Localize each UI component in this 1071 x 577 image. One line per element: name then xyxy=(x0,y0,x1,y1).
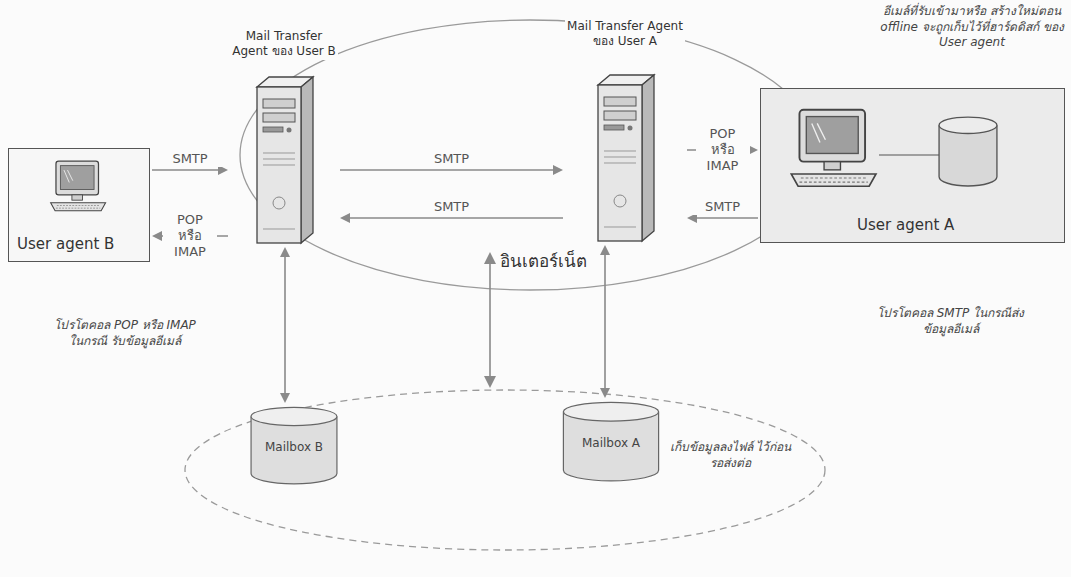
node-label: User agent B xyxy=(17,235,141,253)
arrow-head xyxy=(553,165,563,175)
arrow-head xyxy=(152,231,162,241)
internet-ellipse xyxy=(240,20,820,290)
arrow-head xyxy=(600,245,610,255)
user-agent-box: User agent B xyxy=(8,148,150,262)
protocol-label: SMTP xyxy=(390,151,514,167)
user-agent-box: User agent A xyxy=(760,88,1065,243)
protocol-arrow xyxy=(600,245,610,398)
server-icon xyxy=(588,71,662,243)
node-label: Mailbox B xyxy=(250,440,338,454)
computer-icon xyxy=(787,107,883,189)
region-label: อินเตอร์เน็ต xyxy=(500,250,587,272)
protocol-label: SMTP xyxy=(690,199,755,215)
arrow-head xyxy=(340,213,350,223)
mailbox-cylinder: Mailbox B xyxy=(248,405,340,485)
annotation-note: โปรโตคอล POP หรือ IMAP ในกรณี รับข้อมูลอ… xyxy=(50,318,200,349)
protocol-label: POP หรือ IMAP xyxy=(696,126,750,175)
server-heading: Mail Transfer Agent ของ User A xyxy=(565,18,685,50)
arrow-head xyxy=(280,393,290,403)
disk-cylinder xyxy=(937,115,999,187)
arrow-head xyxy=(600,388,610,398)
annotation-note: เก็บข้อมูลลงไฟล์ ไว้ก่อน รอส่งต่อ xyxy=(668,440,793,471)
protocol-label: SMTP xyxy=(390,199,514,215)
arrow-head xyxy=(280,247,290,257)
node-label: User agent A xyxy=(857,216,954,234)
server-icon xyxy=(247,73,321,245)
protocol-label: SMTP xyxy=(155,151,225,167)
mail-server: Mail Transfer Agent ของ User A xyxy=(565,18,685,243)
mail-server: Mail Transfer Agent ของ User B xyxy=(230,28,338,245)
server-heading: Mail Transfer Agent ของ User B xyxy=(230,28,338,60)
mailbox-ellipse xyxy=(185,390,825,550)
internet-arrow xyxy=(484,252,496,388)
annotation-note: อีเมล์ที่รับเข้ามาหรือ สร้างใหม่ตอน offl… xyxy=(878,4,1066,51)
computer-icon xyxy=(48,159,110,213)
arrow-head xyxy=(748,145,758,155)
node-label: Mailbox A xyxy=(562,436,660,450)
protocol-label: POP หรือ IMAP xyxy=(163,212,217,261)
mailbox-cylinder: Mailbox A xyxy=(560,400,662,482)
cable-line xyxy=(879,147,939,167)
annotation-note: โปรโตคอล SMTP ในกรณีส่งข้อมูลอีเมล์ xyxy=(868,306,1033,337)
protocol-arrow xyxy=(280,247,290,403)
